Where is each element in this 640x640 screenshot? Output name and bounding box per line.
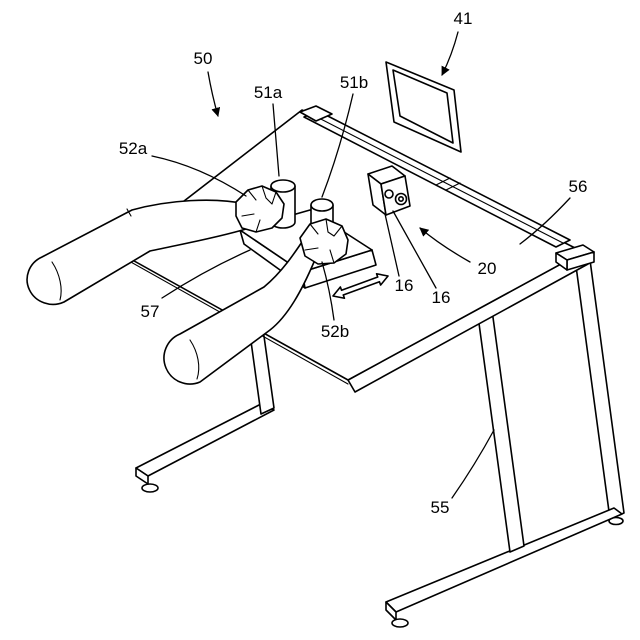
label-20: 20 (478, 259, 497, 278)
label-56: 56 (569, 177, 588, 196)
label-52a: 52a (119, 139, 148, 158)
monitor (386, 62, 461, 152)
label-41: 41 (454, 9, 473, 28)
controller-51a-top (271, 180, 295, 192)
label-16-first: 16 (395, 276, 414, 295)
label-55: 55 (431, 498, 450, 517)
label-52b: 52b (321, 322, 349, 341)
label-57: 57 (141, 302, 160, 321)
left-foot-bar (136, 404, 274, 476)
leader-50-arrow (208, 72, 218, 116)
front-right-foot-pad (392, 619, 408, 627)
controller-51b-top (311, 199, 333, 211)
label-51a: 51a (254, 83, 283, 102)
leader-55 (452, 430, 494, 498)
label-51b: 51b (340, 73, 368, 92)
back-right-leg (576, 260, 624, 519)
camera-lens-1 (385, 190, 393, 198)
right-foot-bar (386, 508, 622, 612)
label-50: 50 (194, 49, 213, 68)
front-right-leg-post (478, 310, 524, 552)
left-foot-pad (142, 484, 158, 492)
label-16-second: 16 (432, 288, 451, 307)
leader-41-arrow (442, 32, 458, 75)
camera-lens-2-inner (399, 197, 403, 201)
